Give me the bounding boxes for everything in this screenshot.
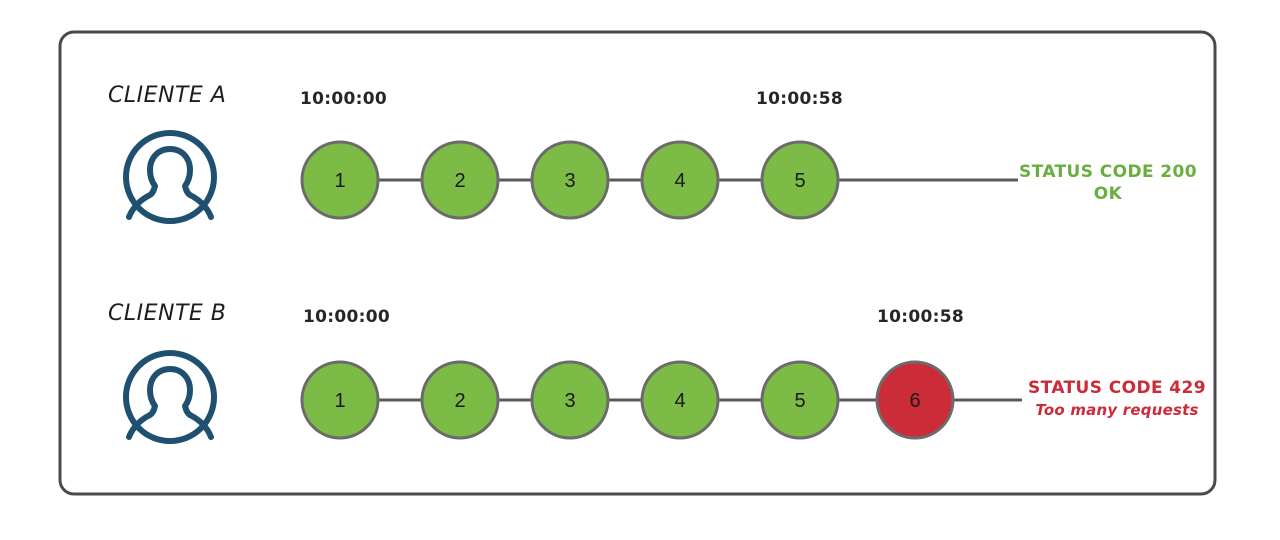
request-node-b-6-label: 6	[909, 390, 920, 412]
request-node-a-5-label: 5	[794, 170, 805, 192]
client-a-time-start: 10:00:00	[300, 89, 387, 109]
request-node-b-1[interactable]: 1	[300, 360, 380, 440]
request-node-b-2-label: 2	[454, 390, 465, 412]
client-a-label: CLIENTE A	[108, 83, 226, 108]
request-node-b-2[interactable]: 2	[420, 360, 500, 440]
request-node-a-4-label: 4	[674, 170, 685, 192]
client-b-label: CLIENTE B	[108, 301, 226, 326]
request-node-a-1-label: 1	[334, 170, 345, 192]
user-avatar-icon	[123, 350, 217, 444]
request-node-a-3-label: 3	[564, 170, 575, 192]
diagram-panel-border	[58, 30, 1217, 496]
request-node-a-2[interactable]: 2	[420, 140, 500, 220]
request-node-a-3[interactable]: 3	[530, 140, 610, 220]
request-node-b-3-label: 3	[564, 390, 575, 412]
client-a-status-code: STATUS CODE 200	[1019, 162, 1197, 182]
request-node-b-3[interactable]: 3	[530, 360, 610, 440]
request-node-a-1[interactable]: 1	[300, 140, 380, 220]
request-node-b-4[interactable]: 4	[640, 360, 720, 440]
client-row-a: CLIENTE A 10:00:00 10:00:58 1 2 3	[108, 83, 1197, 224]
request-node-a-5[interactable]: 5	[760, 140, 840, 220]
request-node-a-2-label: 2	[454, 170, 465, 192]
request-node-b-5-label: 5	[794, 390, 805, 412]
client-b-time-start: 10:00:00	[303, 307, 390, 327]
request-node-b-5[interactable]: 5	[760, 360, 840, 440]
client-b-status-code: STATUS CODE 429	[1028, 378, 1206, 398]
client-a-status-message: OK	[1094, 184, 1123, 204]
request-node-b-1-label: 1	[334, 390, 345, 412]
user-avatar-icon	[123, 130, 217, 224]
client-b-status-message: Too many requests	[1035, 401, 1198, 419]
request-node-b-4-label: 4	[674, 390, 685, 412]
client-b-time-end: 10:00:58	[877, 307, 964, 327]
client-row-b: CLIENTE B 10:00:00 10:00:58 1 2 3	[108, 301, 1206, 444]
request-node-b-6[interactable]: 6	[875, 360, 955, 440]
client-a-time-end: 10:00:58	[756, 89, 843, 109]
request-node-a-4[interactable]: 4	[640, 140, 720, 220]
